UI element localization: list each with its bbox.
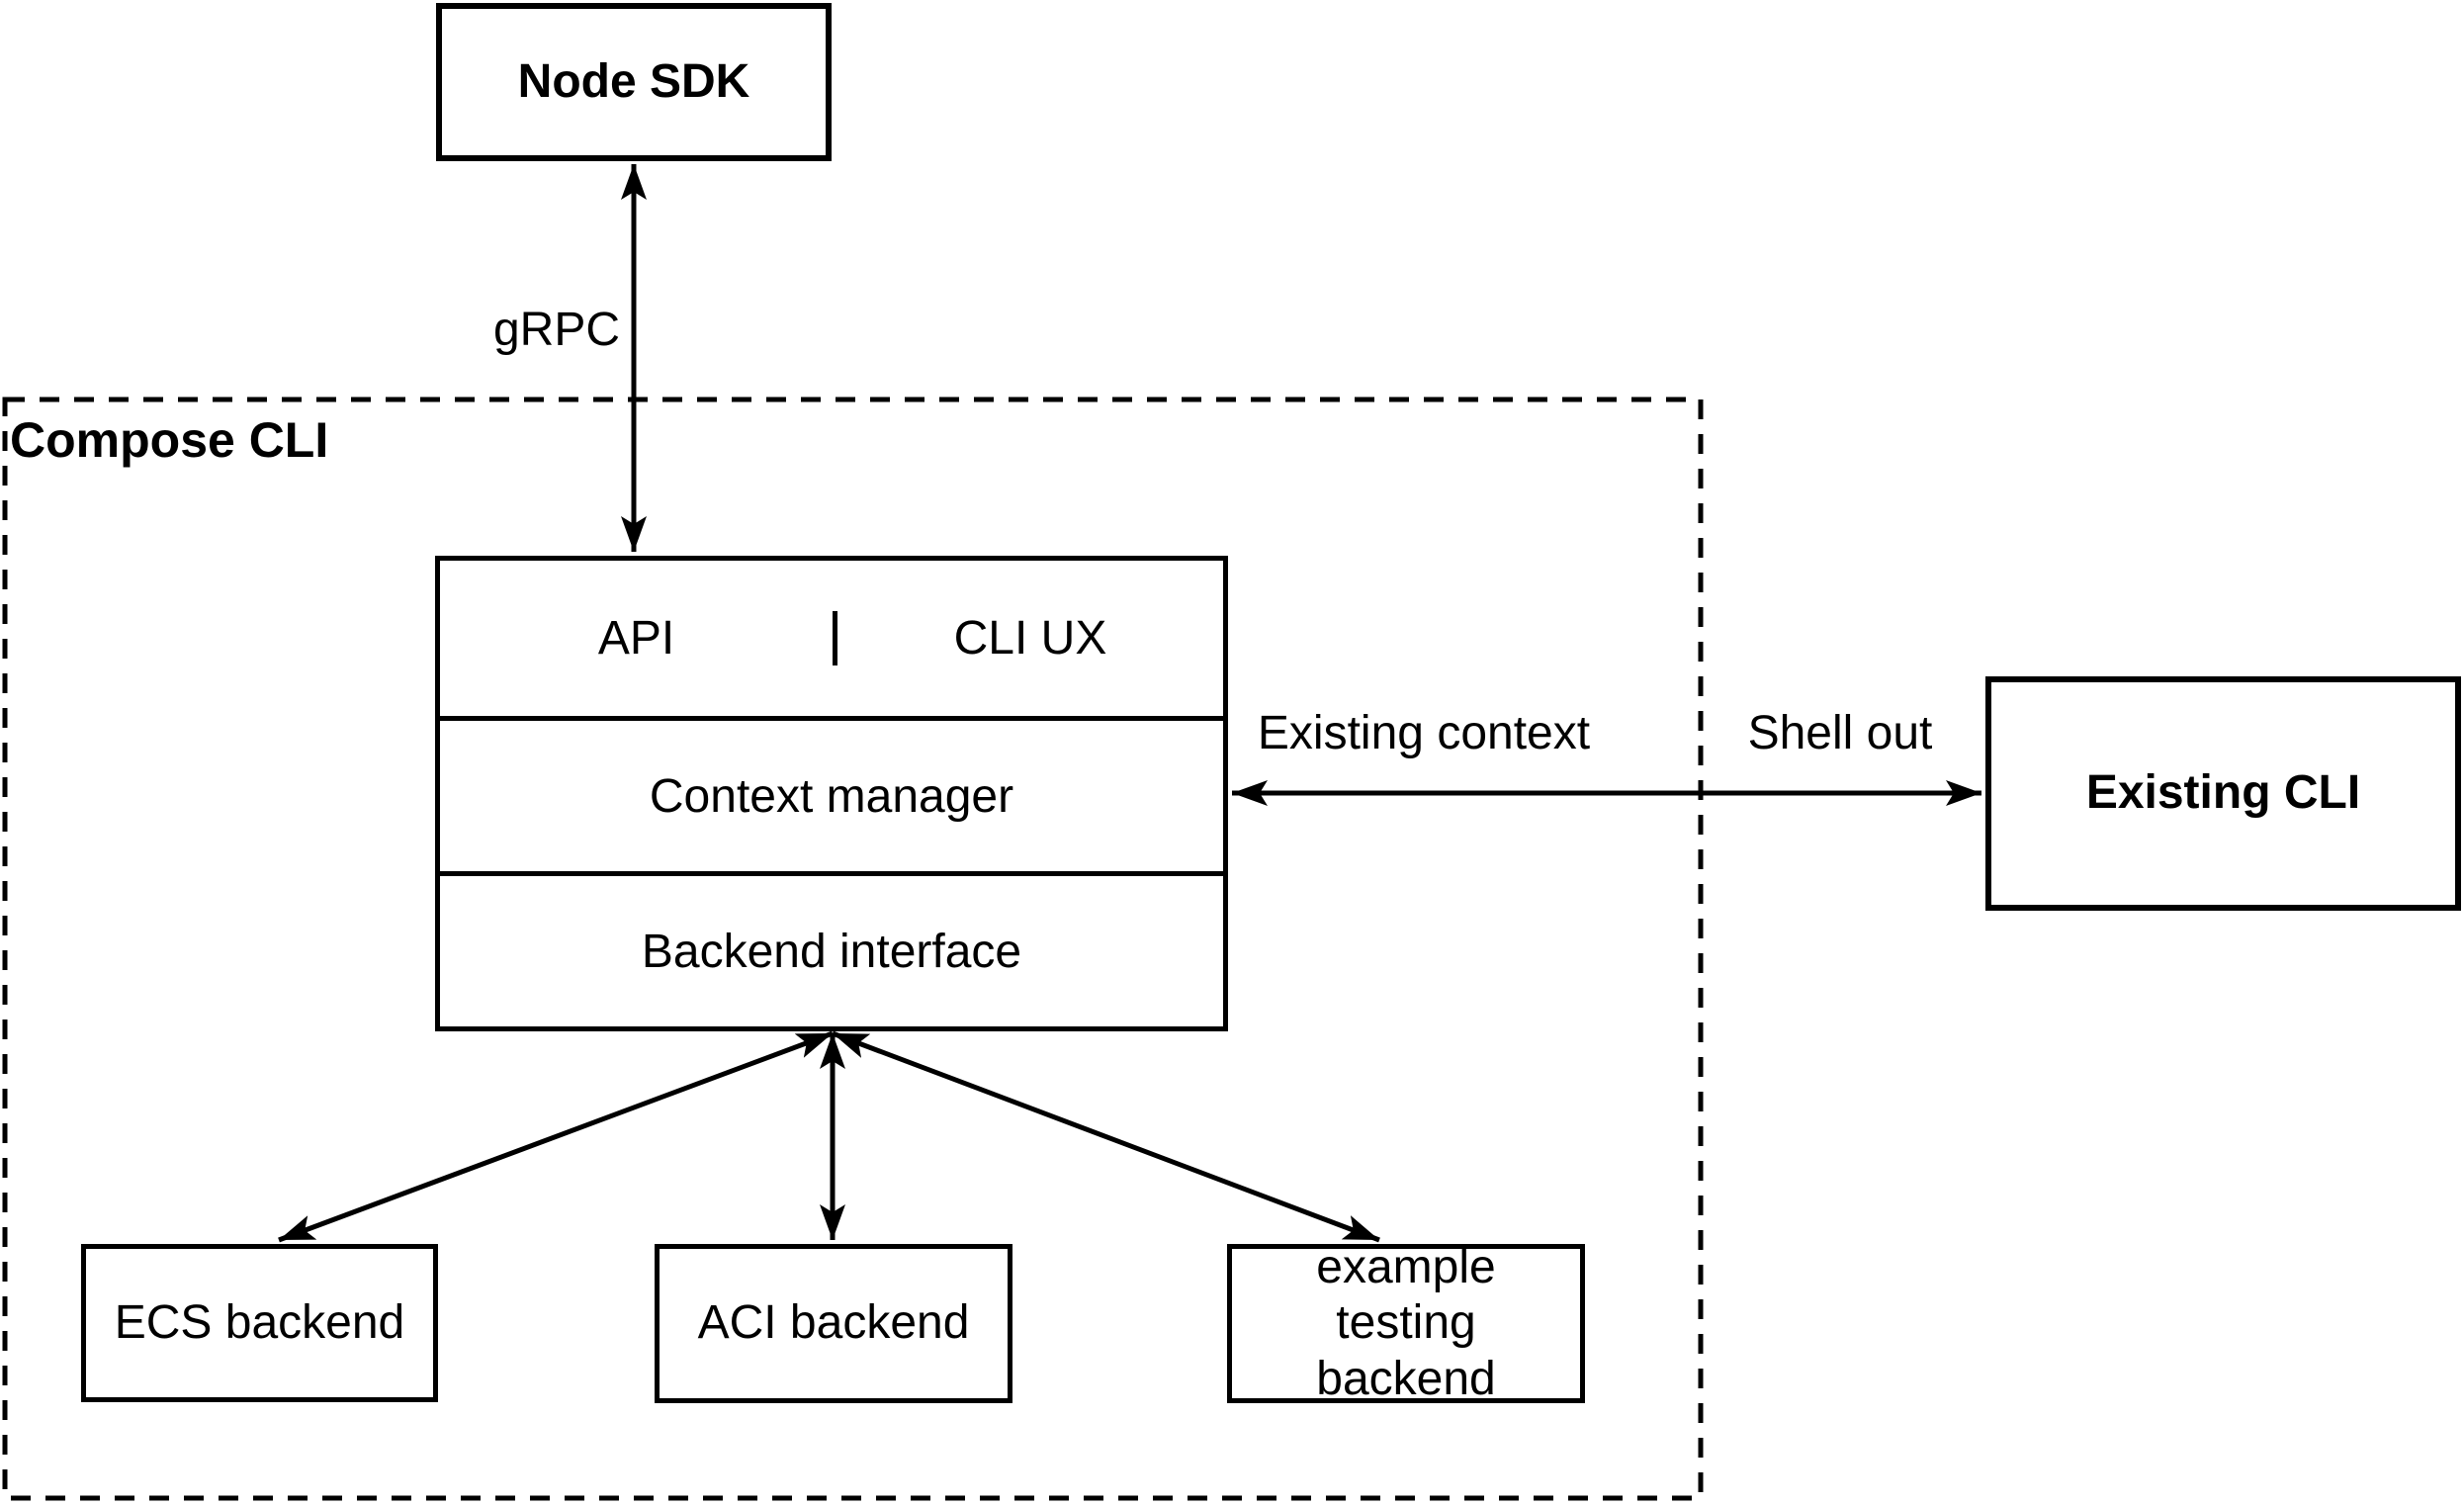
grpc-edge-label: gRPC (492, 304, 621, 356)
context-manager-cell: Context manager (440, 716, 1223, 871)
api-cliux-row: API CLI UX (440, 561, 1223, 716)
api-cell: API (597, 612, 675, 665)
compose-cli-core-box: API CLI UX Context manager Backend inter… (435, 556, 1228, 1031)
node-sdk-box: Node SDK (436, 3, 832, 161)
cli-ux-cell: CLI UX (833, 611, 1223, 665)
existing-context-edge-label: Existing context (1257, 707, 1591, 759)
example-testing-backend-box: example testing backend (1227, 1241, 1585, 1405)
backend-ecs-edge (278, 1030, 834, 1243)
backend-example-edge (832, 1030, 1380, 1243)
backend-interface-cell: Backend interface (440, 871, 1223, 1026)
compose-cli-container-label: Compose CLI (10, 412, 329, 468)
shell-out-edge-label: Shell out (1747, 707, 1933, 759)
aci-backend-box: ACI backend (655, 1244, 1012, 1403)
existing-cli-box: Existing CLI (1985, 676, 2461, 911)
ecs-backend-box: ECS backend (81, 1244, 438, 1402)
compose-cli-dashed-border (2, 397, 1704, 1501)
